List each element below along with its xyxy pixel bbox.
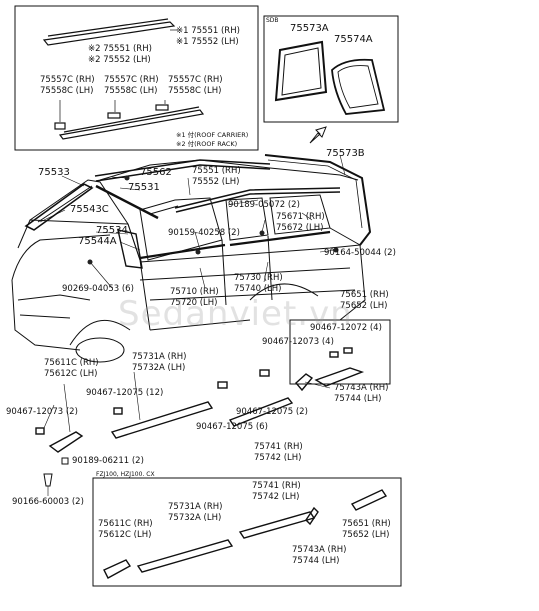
label-75562: 75562: [140, 167, 172, 178]
roof-molding-main: [94, 159, 341, 213]
label-75543c: 75543C: [70, 204, 109, 215]
label-75611c-main: 75611C (RH): [44, 358, 99, 368]
label-75742-bottom: 75742 (LH): [252, 492, 300, 502]
label-75651-main: 75651 (RH): [340, 290, 389, 300]
label-75558c-b: 75558C (LH): [104, 86, 158, 96]
pillar-garnish: [117, 229, 143, 269]
note-roof-carrier: ※1 付(ROOF CARRIER): [176, 131, 249, 139]
label-75731a-bottom: 75731A (RH): [168, 502, 223, 512]
screw-fasteners: [87, 175, 339, 265]
leader-75731a: [133, 371, 141, 421]
label-75651-bottom: 75651 (RH): [342, 519, 391, 529]
label-90166-60003: 90166-60003 (2): [12, 497, 84, 507]
label-75558c-c: 75558C (LH): [168, 86, 222, 96]
vehicle-body: [11, 154, 372, 363]
label-90164-50044: 90164-50044 (2): [324, 248, 396, 258]
label-75671: 75671 (RH): [276, 212, 325, 222]
label-model-codes: FZJ100, HZJ100. CX: [96, 471, 155, 478]
label-75742-main: 75742 (LH): [254, 453, 302, 463]
leader-75611c: [63, 383, 71, 433]
label-75534: 75534: [96, 225, 128, 236]
label-75741-bottom: 75741 (RH): [252, 481, 301, 491]
label-75743a-bottom: 75743A (RH): [292, 545, 347, 555]
label-75744-main: 75744 (LH): [334, 394, 382, 404]
belt-molding: [139, 230, 331, 260]
roof-drip-molding-upper: [42, 18, 176, 46]
door-molding-75741: [217, 369, 314, 427]
label-75551-main: 75551 (RH): [192, 166, 241, 176]
label-75741-main: 75741 (RH): [254, 442, 303, 452]
label-90467-12072: 90467-12072 (4): [310, 323, 382, 333]
label-75710: 75710 (RH): [170, 287, 219, 297]
label-75558c-a: 75558C (LH): [40, 86, 94, 96]
label-90189-05072: 90189-05072 (2): [228, 200, 300, 210]
detail-arrow: [309, 126, 327, 144]
label-75611c-bottom: 75611C (RH): [98, 519, 153, 529]
label-90467-12075-12: 90467-12075 (12): [86, 388, 164, 398]
label-75744-bottom: 75744 (LH): [292, 556, 340, 566]
note-roof-rack: ※2 付(ROOF RACK): [176, 140, 238, 148]
label-75551-roof-rack: ※2 75551 (RH): [88, 44, 152, 54]
roof-rail-detail-box: [14, 5, 259, 151]
label-75732a-main: 75732A (LH): [132, 363, 186, 373]
bottom-variant-box: [92, 477, 402, 587]
label-90467-12075-2: 90467-12075 (2): [236, 407, 308, 417]
label-75730: 75730 (RH): [234, 273, 283, 283]
label-75557c-a: 75557C (RH): [40, 75, 95, 85]
leader-75743a: [304, 381, 331, 389]
label-90269-04053: 90269-04053 (6): [62, 284, 134, 294]
front-fender-molding-75611c: [35, 427, 84, 453]
label-75573a: 75573A: [290, 23, 329, 34]
windshield-molding: [24, 183, 159, 231]
label-75552-top: ※1 75552 (LH): [176, 37, 239, 47]
leader-lines-main: [39, 154, 346, 289]
quarter-window-glass-75574a: [331, 58, 386, 115]
roof-drip-molding-lower: [54, 104, 205, 140]
label-75552-roof-rack: ※2 75552 (LH): [88, 55, 151, 65]
label-75720: 75720 (LH): [170, 298, 218, 308]
label-75743a-main: 75743A (RH): [334, 383, 389, 393]
quarter-window-detail-box: [263, 15, 399, 123]
label-90159-40258: 90159-40258 (2): [168, 228, 240, 238]
label-75731a-main: 75731A (RH): [132, 352, 187, 362]
label-75612c-bottom: 75612C (LH): [98, 530, 152, 540]
label-75544a: 75544A: [78, 236, 117, 247]
door-molding-75731a: [110, 401, 214, 439]
label-75732a-bottom: 75732A (LH): [168, 513, 222, 523]
quarter-window-weatherstrip-75573a: [274, 40, 328, 102]
clip-leaders-box1: [59, 29, 178, 122]
label-75574a: 75574A: [334, 34, 373, 45]
label-75557c-c: 75557C (RH): [168, 75, 223, 85]
lower-fasteners: [43, 457, 69, 496]
label-90467-12073-left: 90467-12073 (2): [6, 407, 78, 417]
label-75533: 75533: [38, 167, 70, 178]
rear-fender-box: [289, 319, 391, 385]
label-75652-bottom: 75652 (LH): [342, 530, 390, 540]
label-90189-06211: 90189-06211 (2): [72, 456, 144, 466]
leader-90467-left: [43, 404, 55, 429]
rear-fender-molding-75651: [314, 347, 365, 387]
label-75531: 75531: [128, 182, 160, 193]
label-75612c-main: 75612C (LH): [44, 369, 98, 379]
label-sdb: SDB: [266, 17, 279, 24]
label-75552-main: 75552 (LH): [192, 177, 240, 187]
label-75551-top: ※1 75551 (RH): [176, 26, 240, 36]
label-75740: 75740 (LH): [234, 284, 282, 294]
label-90467-12075-6: 90467-12075 (6): [196, 422, 268, 432]
label-75672: 75672 (LH): [276, 223, 324, 233]
watermark: Sedanviet.vn: [118, 294, 353, 334]
label-75557c-b: 75557C (RH): [104, 75, 159, 85]
label-90467-12073-right: 90467-12073 (4): [262, 337, 334, 347]
label-75573b: 75573B: [326, 148, 365, 159]
label-75652-main: 75652 (LH): [340, 301, 388, 311]
bottom-box-moldings: [103, 489, 388, 579]
